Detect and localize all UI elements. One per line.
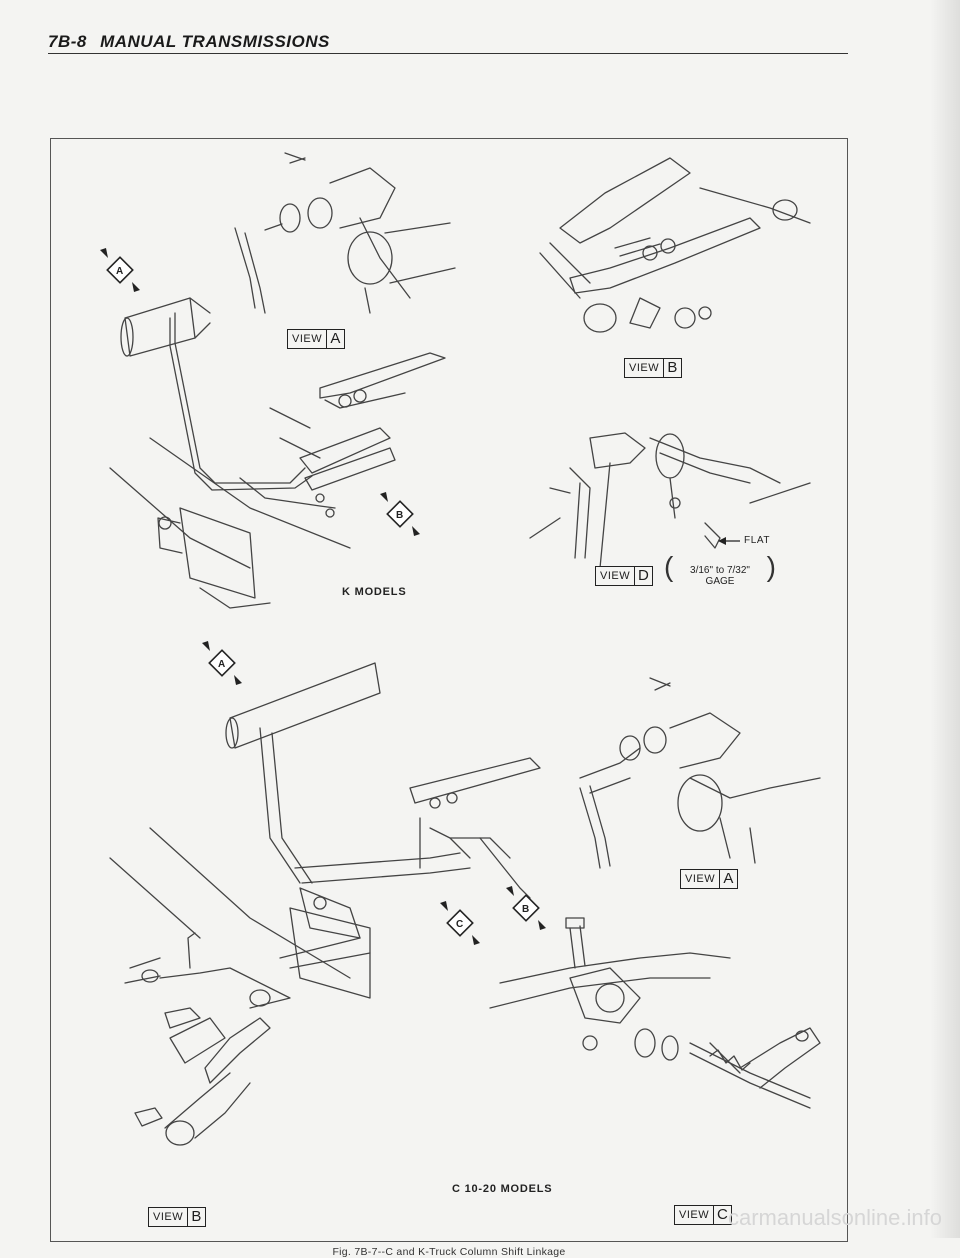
callout-c-icon: C	[439, 900, 481, 946]
svg-text:B: B	[522, 904, 529, 915]
gage-range: 3/16" to 7/32"	[690, 565, 750, 576]
k-models-label: K MODELS	[342, 586, 407, 598]
callout-a-d-icon: A	[99, 247, 141, 293]
page-edge-shadow	[930, 0, 960, 1238]
callout-b-icon: B	[379, 491, 421, 537]
header-rule	[48, 53, 848, 54]
page-header: 7B-8 MANUAL TRANSMISSIONS	[48, 32, 330, 52]
gage-annotation: ( 3/16" to 7/32" GAGE )	[660, 553, 780, 588]
flat-label: FLAT	[744, 535, 771, 546]
callout-b-lower-icon: B	[505, 885, 547, 931]
figure-caption: Fig. 7B-7--C and K-Truck Column Shift Li…	[332, 1246, 566, 1258]
callout-a-icon: A	[201, 640, 243, 686]
linkage-illustration: A B A C B	[99, 152, 821, 1146]
gage-word: GAGE	[705, 576, 735, 587]
svg-text:C: C	[456, 919, 463, 930]
svg-text:A: A	[116, 266, 123, 277]
watermark: carmanualsonline.info	[727, 1205, 942, 1230]
section-number: 7B-8	[48, 32, 87, 51]
svg-text:B: B	[396, 510, 403, 521]
svg-text:A: A	[218, 659, 225, 670]
c-models-label: C 10-20 MODELS	[452, 1183, 553, 1195]
section-title: MANUAL TRANSMISSIONS	[100, 32, 330, 51]
